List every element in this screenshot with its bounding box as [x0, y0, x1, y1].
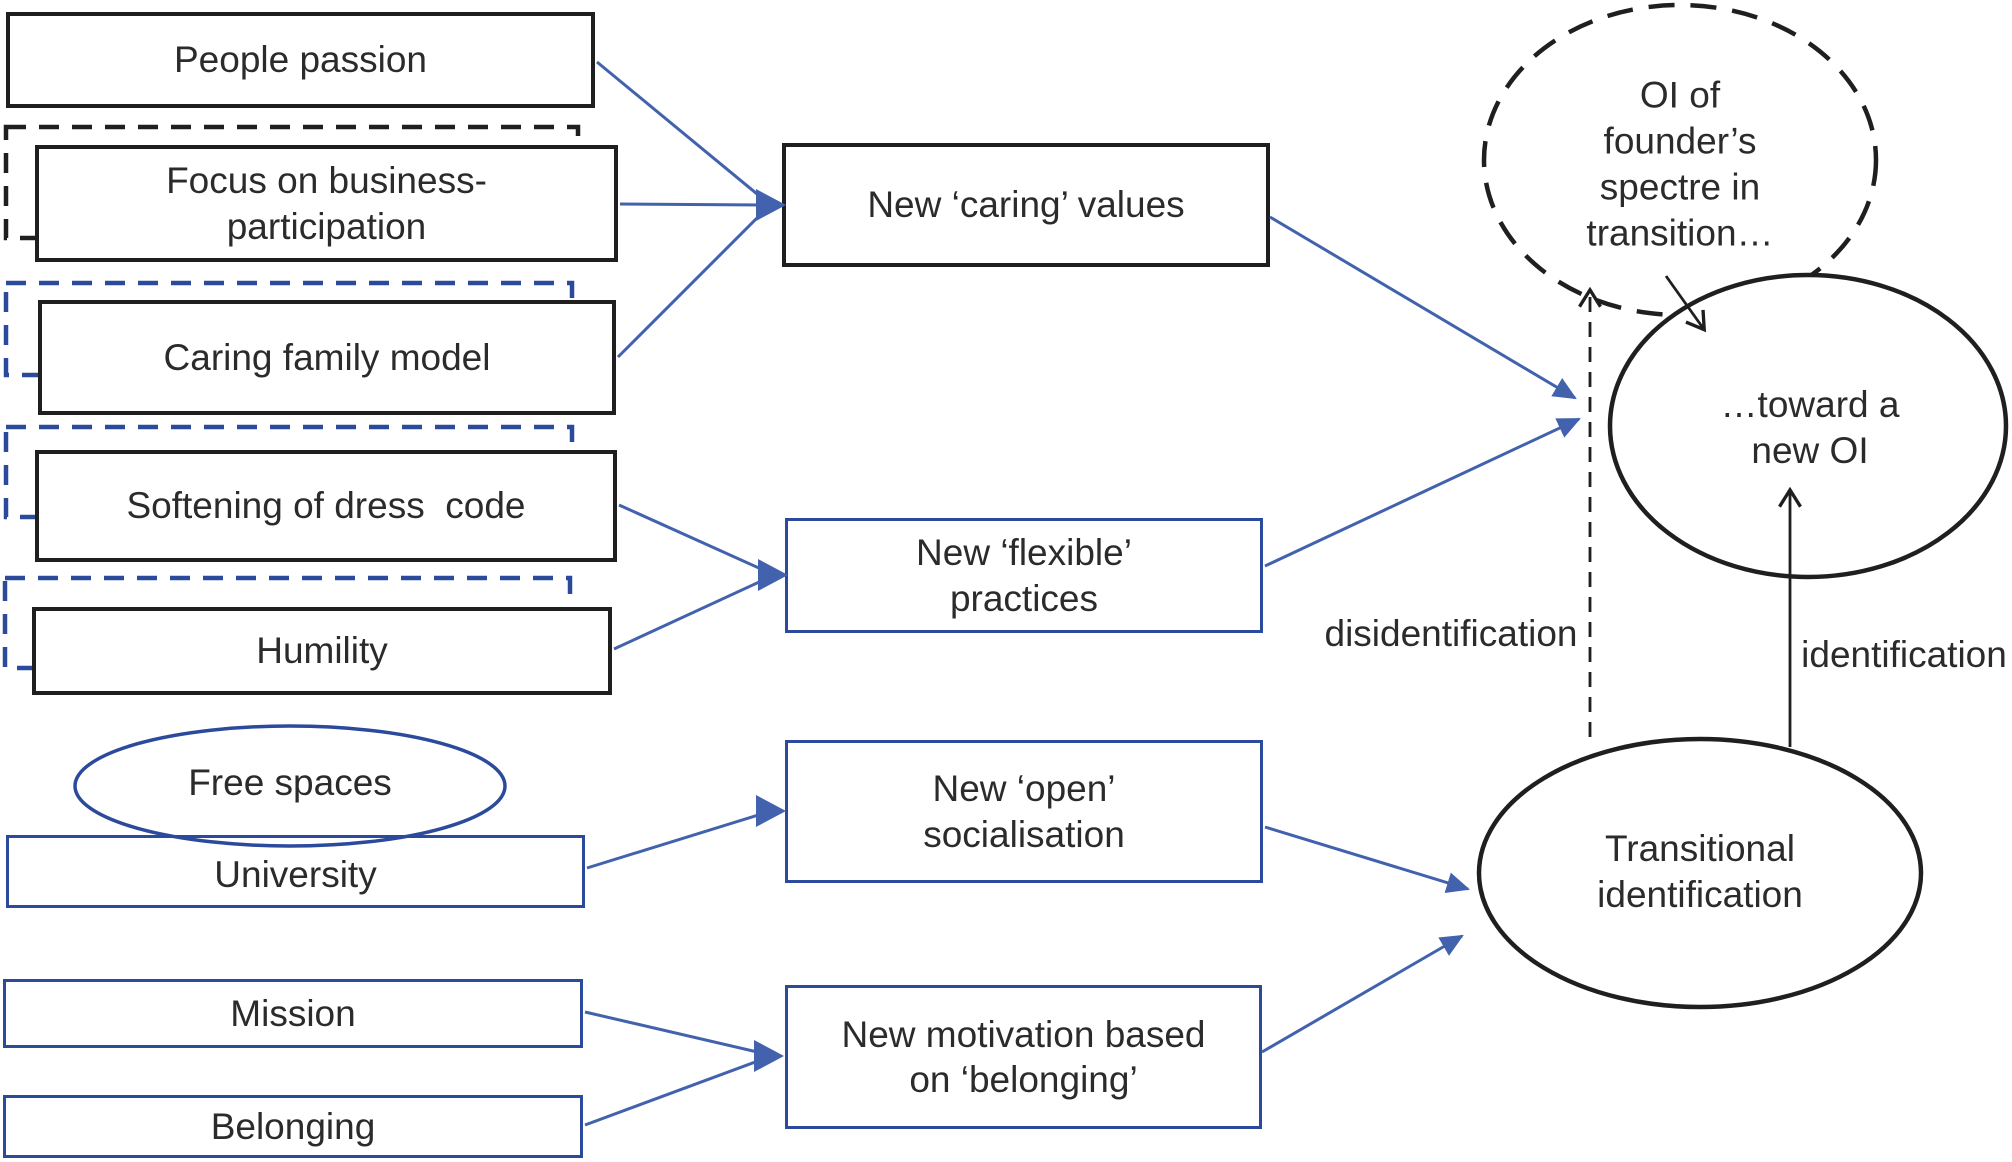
arrow-humility-to-flexible-practices	[613, 575, 771, 651]
softening-dress-label: Softening of dress code	[126, 485, 526, 527]
arrow-people-passion-to-caring-values	[596, 60, 769, 205]
oi-founder-spectre-label: OI of founder’s spectre in transition…	[1586, 74, 1774, 253]
caring-family-label: Caring family model	[163, 336, 491, 378]
identification-label: identification	[1801, 634, 2007, 676]
org-box-mission: Mission	[3, 979, 583, 1048]
process-box-new-flexible-practices: New ‘flexible’ practices	[785, 518, 1263, 633]
arrow-motivation-to-transitional	[1261, 934, 1464, 1054]
antecedent-box-caring-family: Caring family model	[38, 300, 616, 415]
arrow-founder-spectre-to-new-oi	[1664, 275, 1707, 333]
arrow-belonging-to-motivation	[584, 1056, 767, 1127]
process-box-new-open-socialisation: New ‘open’ socialisation	[785, 740, 1263, 883]
arrow-caring-family-to-caring-values	[616, 205, 770, 359]
org-box-belonging: Belonging	[3, 1095, 583, 1158]
free-spaces-label: Free spaces	[188, 762, 392, 804]
disidentification-label: disidentification	[1324, 613, 1578, 655]
mission-label: Mission	[230, 992, 356, 1034]
new-motivation-belonging-label: New motivation based on ‘belonging’	[841, 1013, 1206, 1100]
antecedent-box-humility: Humility	[32, 607, 612, 695]
new-flexible-practices-label: New ‘flexible’ practices	[916, 532, 1132, 619]
university-label: University	[214, 853, 377, 895]
arrow-university-to-open-socialisation	[586, 810, 769, 870]
arrow-mission-to-motivation	[584, 1010, 767, 1056]
belonging-label: Belonging	[210, 1105, 376, 1147]
new-open-socialisation-label: New ‘open’ socialisation	[923, 768, 1125, 855]
arrowhead-into-open-socialisation	[756, 795, 786, 827]
new-caring-values-label: New ‘caring’ values	[867, 184, 1185, 226]
process-box-new-motivation-belonging: New motivation based on ‘belonging’	[785, 985, 1262, 1129]
toward-new-oi-label: …toward a new OI	[1720, 384, 1900, 471]
arrow-softening-to-flexible-practices	[618, 503, 771, 575]
antecedent-box-people-passion: People passion	[6, 12, 595, 108]
humility-label: Humility	[256, 630, 388, 672]
process-box-new-caring-values: New ‘caring’ values	[782, 143, 1270, 267]
arrow-flexible-practices-to-new-oi	[1264, 417, 1581, 568]
arrowhead-into-flexible-practices	[758, 559, 788, 591]
focus-business-label: Focus on business- participation	[166, 160, 487, 247]
people-passion-label: People passion	[173, 39, 428, 81]
arrow-caring-values-to-new-oi	[1269, 215, 1577, 400]
arrow-open-socialisation-to-transitional	[1264, 825, 1471, 893]
antecedent-box-focus-business: Focus on business- participation	[35, 145, 618, 262]
arrowhead-into-motivation	[754, 1040, 784, 1072]
arrow-focus-business-to-caring-values	[619, 202, 769, 207]
org-box-university: University	[6, 835, 585, 908]
antecedent-box-softening-dress: Softening of dress code	[35, 450, 617, 562]
transitional-identification-label: Transitional identification	[1597, 828, 1803, 915]
